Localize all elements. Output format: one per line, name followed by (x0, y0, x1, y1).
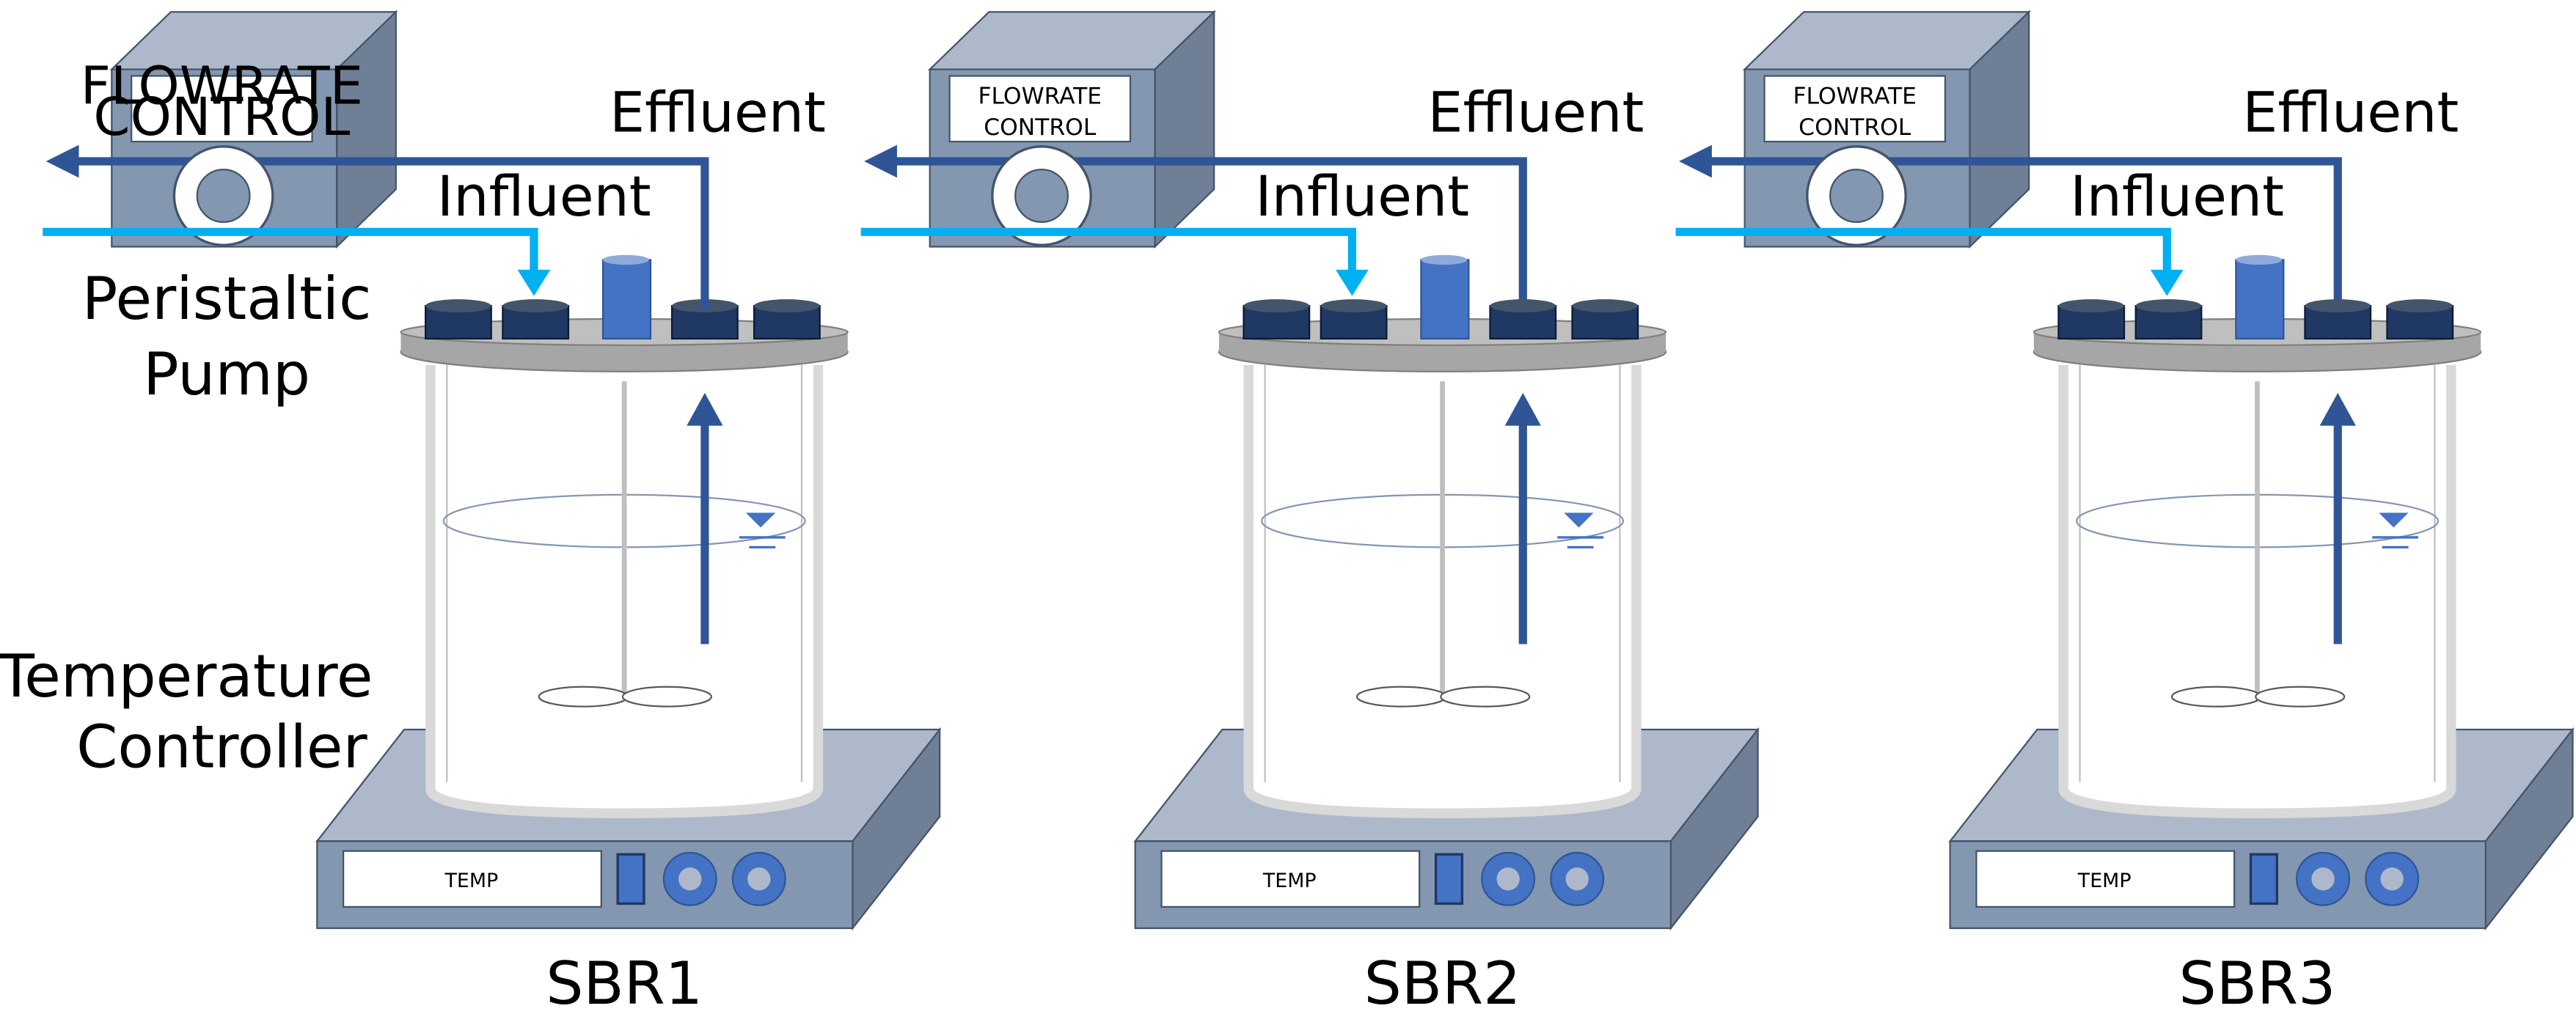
port-cap-top-4 (1572, 299, 1639, 313)
effluent-draw-arrowhead (2319, 392, 2356, 426)
impeller-blade-left (538, 686, 629, 708)
port-cap-top-2 (502, 299, 568, 313)
temp-display (1160, 850, 1421, 908)
effluent-arrowhead (1679, 144, 1712, 178)
probe-top (1421, 254, 1468, 265)
flowrate-label-line1: FLOWRATE (81, 55, 363, 117)
port-cap-top-3 (2305, 299, 2371, 313)
flowrate-label-line2: CONTROL (93, 86, 350, 147)
port-cap-1 (2057, 305, 2126, 340)
reactor-unit-1: FLOWRATE CONTROL Effluent Influent Peris… (0, 10, 826, 782)
effluent-line-1 (65, 157, 709, 309)
port-cap-top-1 (2058, 299, 2125, 313)
flowrate-control-panel (131, 75, 313, 143)
effluent-arrowhead-1 (45, 144, 79, 178)
flowrate-control-panel (1763, 75, 1947, 143)
flowrate-label-line1: FLOWRATE (978, 84, 1102, 110)
effluent-label: Effluent (2242, 80, 2459, 145)
probe-top (603, 254, 649, 265)
knob-1-center (2311, 867, 2335, 891)
port-cap-top-4 (2387, 299, 2454, 313)
knob-1-center (1496, 867, 1520, 891)
impeller-blade-left (1355, 686, 1447, 708)
temp-display-label: TEMP (444, 870, 498, 892)
effluent-draw-arrowhead (1504, 392, 1541, 426)
effluent-arrowhead (864, 144, 897, 178)
water-level-symbol (1564, 512, 1594, 528)
influent-label: Influent (437, 164, 651, 229)
influent-arrowhead-1 (517, 269, 551, 296)
probe (1420, 259, 1470, 340)
influent-label: Influent (1255, 164, 1469, 229)
port-cap-top-1 (425, 299, 491, 313)
temperature-label-line1: Temperature (0, 642, 373, 711)
temperature-label-line2: Controller (76, 713, 367, 782)
effluent-label: Effluent (1427, 80, 1644, 145)
pump-label-line2: Pump (143, 340, 310, 409)
flowrate-label-line2: CONTROL (1799, 114, 1911, 141)
effluent-draw-arrowhead (687, 392, 723, 426)
pump-rotor-hub (1014, 169, 1069, 224)
knob-2-center (747, 867, 771, 891)
influent-line-1 (43, 227, 538, 273)
effluent-label: Effluent (610, 80, 826, 145)
influent-arrowhead (1335, 269, 1369, 296)
port-cap-top-4 (754, 299, 820, 313)
port-cap-top-2 (2135, 299, 2202, 313)
pump-rotor-hub (1829, 169, 1884, 224)
effluent-line (1698, 157, 2342, 309)
flowrate-label-line2: CONTROL (984, 114, 1097, 141)
temp-display (342, 850, 602, 908)
influent-label: Influent (2070, 164, 2284, 229)
port-cap-top-3 (1490, 299, 1556, 313)
impeller-blade-right (2255, 686, 2346, 708)
port-cap-top-2 (1320, 299, 1387, 313)
flowrate-control-panel (948, 75, 1132, 143)
reactor-1: TEMP SBR1 (315, 254, 942, 1014)
water-level-symbol (745, 512, 776, 528)
power-switch (2249, 853, 2279, 905)
influent-line (1675, 227, 2171, 273)
knob-1-center (678, 867, 702, 891)
water-level-symbol (2379, 512, 2409, 528)
probe (2235, 259, 2285, 340)
power-switch (616, 853, 645, 905)
reactor-name-label: SBR1 (546, 949, 703, 1014)
influent-line (860, 227, 1356, 273)
power-switch (1434, 853, 1464, 905)
reactor-name-label: SBR2 (1364, 949, 1521, 1014)
probe (601, 259, 652, 340)
reactor-name-label: SBR3 (2179, 949, 2336, 1014)
knob-2-center (1565, 867, 1589, 891)
effluent-line (884, 157, 1527, 309)
impeller-blade-right (1440, 686, 1531, 708)
pump-label-line1: Peristaltic (82, 265, 372, 334)
flowrate-label-line1: FLOWRATE (1793, 84, 1917, 110)
influent-arrowhead (2150, 269, 2184, 296)
port-cap-3 (2304, 305, 2372, 340)
temp-display (1975, 850, 2236, 908)
probe-top (2236, 254, 2283, 265)
impeller-blade-right (621, 686, 712, 708)
impeller-blade-left (2170, 686, 2262, 708)
knob-2-center (2380, 867, 2404, 891)
temp-display-label: TEMP (2077, 870, 2132, 892)
temp-display-label: TEMP (1262, 870, 1317, 892)
port-cap-top-1 (1243, 299, 1310, 313)
